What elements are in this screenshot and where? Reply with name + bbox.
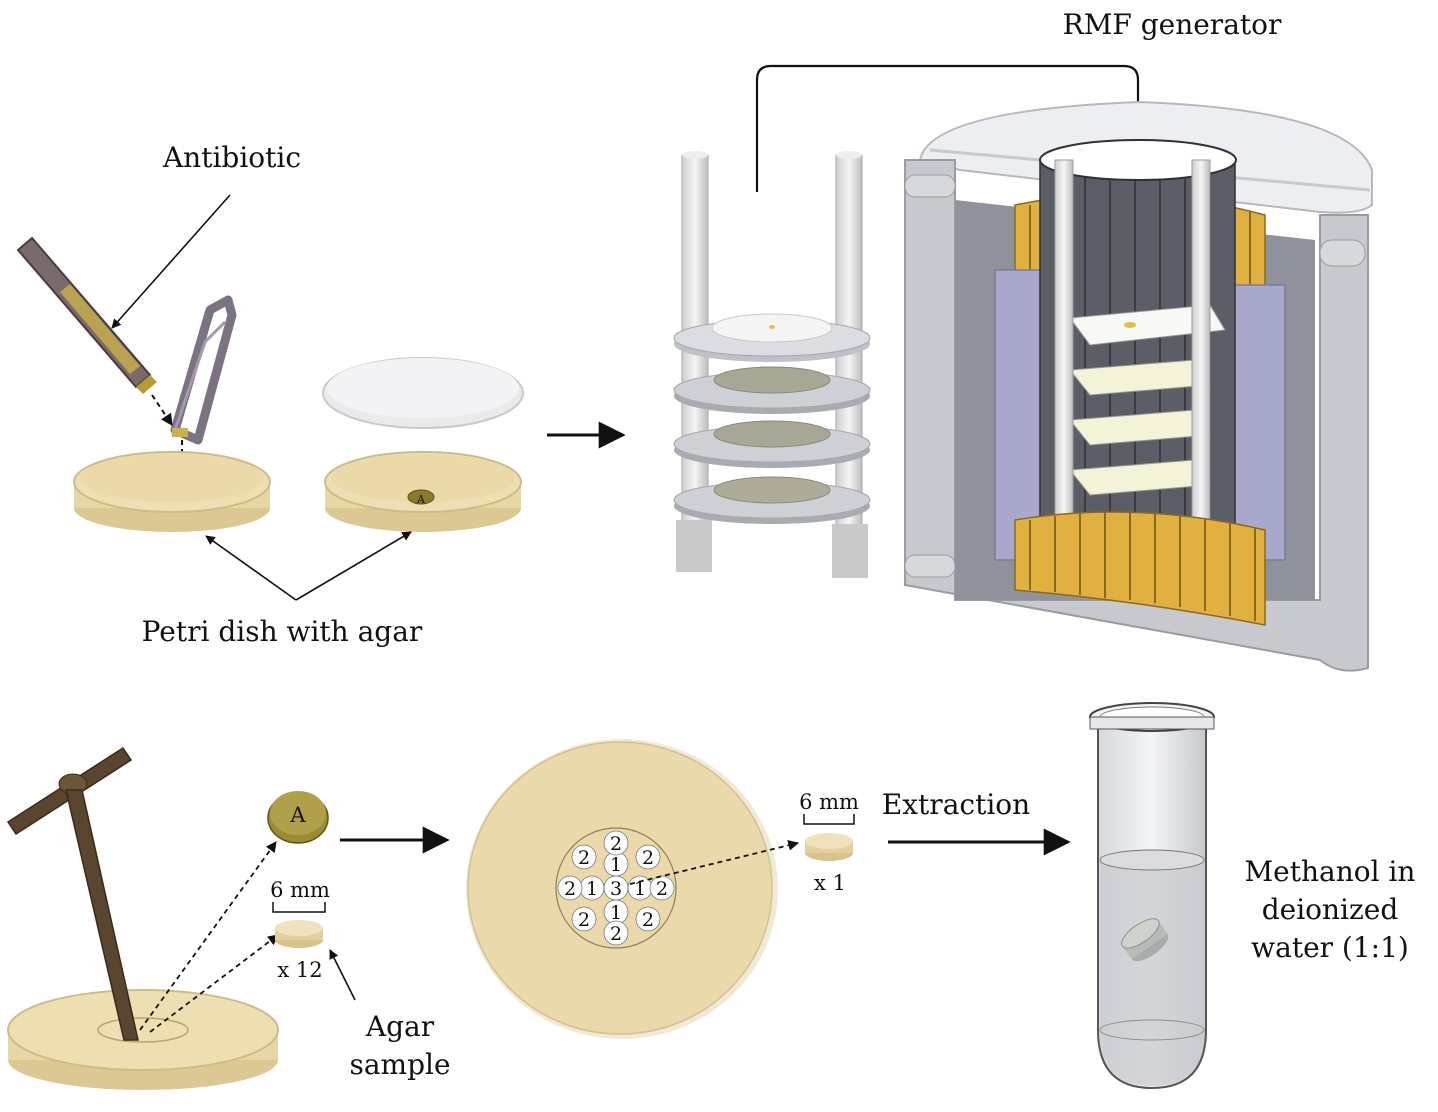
sample-position-outer-n: 2 <box>603 830 629 856</box>
single-sample-group: 6 mm x 1 <box>799 790 859 895</box>
agar-sample-label-2: sample <box>349 1048 450 1081</box>
six-mm-right-label: 6 mm <box>799 790 859 814</box>
svg-text:2: 2 <box>642 909 654 931</box>
sample-position-inner-bottom: 1 <box>603 899 629 925</box>
agar-plug-small-icon <box>275 920 323 948</box>
pick-disc-arrow <box>139 841 277 1031</box>
rmf-insert-arrow <box>755 64 1148 192</box>
sample-position-outer-ne: 2 <box>635 844 661 870</box>
rack-plate-4 <box>673 476 871 524</box>
svg-text:2: 2 <box>578 847 590 869</box>
six-mm-left-label: 6 mm <box>270 878 330 902</box>
inner-dishes <box>1069 304 1226 496</box>
disc-large-label: A <box>289 803 306 827</box>
pipette-icon <box>16 236 157 394</box>
petri-pointer-left <box>205 535 297 601</box>
svg-text:1: 1 <box>586 878 598 900</box>
antibiotic-dosing-group: A Antibiotic Petri dish with agar <box>16 141 524 648</box>
antibiotic-disc-large-icon: A <box>267 791 329 844</box>
antibiotic-pointer <box>111 194 231 329</box>
sample-position-inner-right: 1 <box>627 875 653 901</box>
sample-position-outer-nw: 2 <box>571 844 597 870</box>
forceps-icon <box>170 295 237 445</box>
petri-pointer-right <box>295 531 412 601</box>
extraction-tube-icon <box>1089 702 1215 1090</box>
svg-text:2: 2 <box>656 878 668 900</box>
sampling-map: 3 1 1 1 1 2 2 2 <box>466 739 800 1039</box>
rack-plate-3 <box>673 420 871 468</box>
methanol-label-1: Methanol in <box>1245 855 1416 888</box>
svg-text:2: 2 <box>610 923 622 945</box>
sample-position-inner-left: 1 <box>579 875 605 901</box>
agar-sample-label-1: Agar <box>365 1010 435 1043</box>
sample-position-inner-top: 1 <box>603 851 629 877</box>
svg-text:3: 3 <box>610 878 622 900</box>
sample-position-outer-e: 2 <box>649 875 675 901</box>
count-x12-label: x 12 <box>277 958 322 982</box>
disc-marker-label: A <box>416 493 426 506</box>
svg-text:1: 1 <box>610 902 622 924</box>
agar-sample-pointer <box>329 949 356 1001</box>
svg-text:2: 2 <box>564 878 576 900</box>
petri-dish-with-disc: A <box>322 357 524 532</box>
antibiotic-disc-icon <box>407 489 435 505</box>
rmf-generator-label: RMF generator <box>1063 8 1282 41</box>
agar-plug-single-icon <box>805 833 853 861</box>
svg-text:2: 2 <box>578 909 590 931</box>
antibiotic-label: Antibiotic <box>162 141 301 174</box>
rack-plate-1 <box>673 313 871 362</box>
cork-borer-icon <box>6 746 139 1041</box>
agar-plug-in-tube-icon <box>1121 918 1169 962</box>
sampled-petri-dish <box>7 989 279 1090</box>
methanol-label-2: deionized <box>1262 893 1399 926</box>
petri-dish-label: Petri dish with agar <box>142 615 423 648</box>
svg-text:2: 2 <box>610 833 622 855</box>
extraction-label: Extraction <box>882 788 1030 821</box>
sample-position-outer-w: 2 <box>557 875 583 901</box>
methanol-label-3: water (1:1) <box>1251 931 1409 964</box>
sample-position-outer-s: 2 <box>603 920 629 946</box>
sample-position-outer-se: 2 <box>635 906 661 932</box>
dish-holder-rack <box>673 151 871 578</box>
dose-arrow-1 <box>151 394 173 426</box>
petri-dish-empty <box>73 451 271 532</box>
sample-position-center: 3 <box>603 875 629 901</box>
svg-text:1: 1 <box>610 854 622 876</box>
sample-position-outer-sw: 2 <box>571 906 597 932</box>
take-sample-arrow <box>629 840 800 885</box>
cork-borer-group: A 6 mm x 12 Agar sample <box>6 746 451 1090</box>
count-x1-label: x 1 <box>814 871 846 895</box>
rack-plate-2 <box>673 366 871 414</box>
lower-coil-icon <box>1014 511 1266 626</box>
svg-text:2: 2 <box>642 847 654 869</box>
rmf-generator-icon <box>904 100 1373 672</box>
svg-text:1: 1 <box>634 878 646 900</box>
